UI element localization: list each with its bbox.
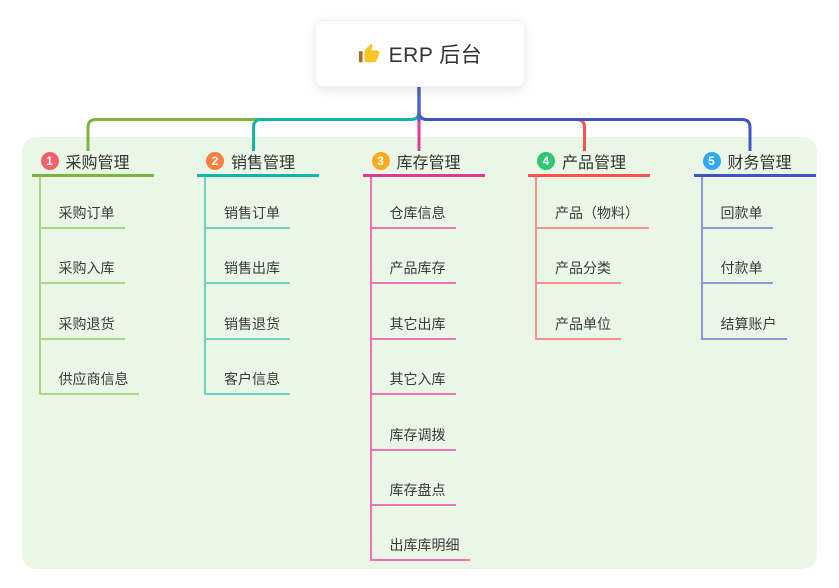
leaf-node[interactable]: 供应商信息 <box>38 366 139 395</box>
branch-rail-line <box>38 177 41 395</box>
leaf-node[interactable]: 仓库信息 <box>369 200 456 229</box>
branch-number-badge: 5 <box>702 151 721 170</box>
leaf-node[interactable]: 其它入库 <box>369 366 456 395</box>
branch-node-5[interactable]: 5 财务管理 <box>693 147 816 177</box>
branch-title: 产品管理 <box>562 154 627 172</box>
leaf-node[interactable]: 产品（物料） <box>535 200 649 229</box>
branches-panel <box>22 137 817 569</box>
leaf-node[interactable]: 采购订单 <box>38 200 125 229</box>
thumbs-up-icon <box>358 43 379 62</box>
branch-node-4[interactable]: 4 产品管理 <box>528 147 650 177</box>
leaf-node[interactable]: 产品库存 <box>369 255 456 284</box>
leaf-node[interactable]: 销售订单 <box>204 200 290 229</box>
leaf-node[interactable]: 付款单 <box>700 255 773 284</box>
branch-number-badge: 1 <box>40 151 59 170</box>
leaf-node[interactable]: 采购退货 <box>38 311 125 340</box>
root-node[interactable]: ERP 后台 <box>315 20 525 87</box>
leaf-node[interactable]: 产品分类 <box>535 255 621 284</box>
branch-title: 销售管理 <box>231 154 296 172</box>
branch-title: 财务管理 <box>727 154 792 172</box>
leaf-node[interactable]: 结算账户 <box>700 311 787 340</box>
branch-node-2[interactable]: 2 销售管理 <box>197 147 319 177</box>
branch-rail-line <box>535 177 537 340</box>
branch-rail-line <box>204 177 206 395</box>
branch-node-3[interactable]: 3 库存管理 <box>362 147 485 177</box>
leaf-node[interactable]: 销售退货 <box>204 311 290 340</box>
branch-number-badge: 2 <box>206 151 224 170</box>
leaf-node[interactable]: 回款单 <box>700 200 773 229</box>
branch-node-1[interactable]: 1 采购管理 <box>31 147 154 177</box>
branch-title: 采购管理 <box>65 154 130 172</box>
leaf-node[interactable]: 采购入库 <box>38 255 125 284</box>
branch-title: 库存管理 <box>396 154 461 172</box>
branch-rail-line <box>369 177 372 561</box>
leaf-node[interactable]: 销售出库 <box>204 255 290 284</box>
leaf-node[interactable]: 产品单位 <box>535 311 621 340</box>
leaf-node[interactable]: 库存盘点 <box>369 477 456 506</box>
branch-number-badge: 4 <box>537 151 555 170</box>
leaf-node[interactable]: 库存调拨 <box>369 422 456 451</box>
branch-number-badge: 3 <box>371 151 390 170</box>
branch-rail-line <box>700 177 703 340</box>
leaf-node[interactable]: 出库库明细 <box>369 532 470 561</box>
leaf-node[interactable]: 客户信息 <box>204 366 290 395</box>
root-label: ERP 后台 <box>388 43 483 67</box>
leaf-node[interactable]: 其它出库 <box>369 311 456 340</box>
